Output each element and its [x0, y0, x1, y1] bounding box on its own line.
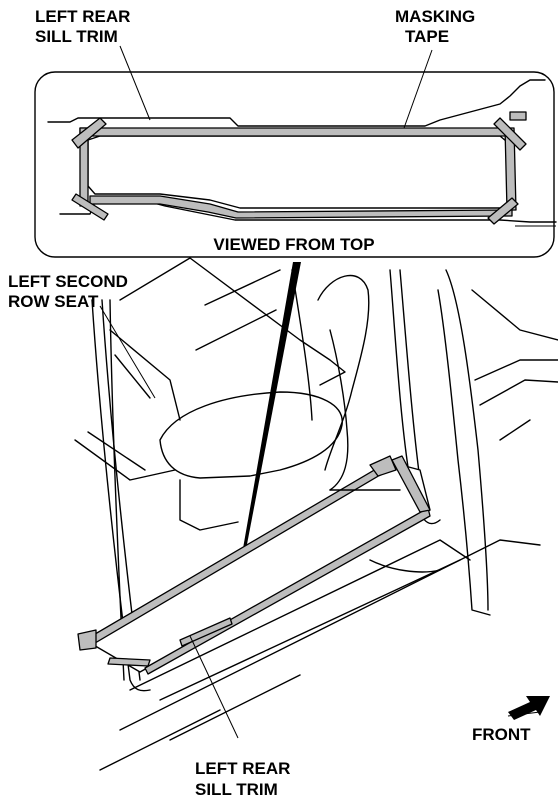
seat-back-outline	[119, 257, 346, 386]
sill-tape-tab-left	[77, 629, 97, 651]
seat-crease-2	[204, 269, 281, 306]
label-left-rear-sill-trim-bottom-2: SILL TRIM	[195, 780, 278, 799]
door-opening-edge	[389, 269, 441, 525]
seat-cushion	[159, 391, 343, 479]
seat-back-left	[109, 329, 181, 421]
leader-second-row-seat	[99, 305, 156, 399]
trim-outline-top	[47, 79, 546, 127]
seat-base	[179, 479, 239, 531]
label-masking-tape-1: MASKING	[395, 7, 475, 26]
seat-side-trim	[317, 274, 370, 471]
vehicle-interior-view	[74, 257, 558, 771]
floor-edge-4	[99, 709, 221, 771]
floor-line-left-2	[87, 431, 146, 471]
pillar-line	[291, 269, 313, 421]
tape-corner-top-right	[493, 117, 527, 151]
step-bump	[369, 559, 441, 573]
door-panel-top	[471, 289, 558, 341]
seat-crease	[195, 309, 277, 351]
front-arrow-shadow	[507, 711, 541, 717]
label-left-rear-sill-trim-bottom-1: LEFT REAR	[195, 759, 290, 778]
door-frame	[437, 289, 491, 616]
floor-edge-5	[169, 674, 301, 741]
inset-frame	[34, 71, 555, 258]
door-opening-edge-inner	[399, 269, 421, 481]
label-left-second-row-seat-1: LEFT SECOND	[8, 272, 128, 291]
viewed-from-top-label: VIEWED FROM TOP	[213, 235, 374, 254]
rear-sill-trim-body	[84, 461, 431, 673]
tape-strip-top	[79, 127, 509, 137]
sill-tape-end	[391, 455, 431, 513]
tape-corner-right-upper	[509, 111, 527, 121]
door-panel-mid-2	[479, 379, 558, 406]
seat-side-inner	[329, 329, 349, 491]
leader-masking-tape	[403, 49, 433, 129]
label-left-rear-sill-trim-top-1: LEFT REAR	[35, 7, 130, 26]
front-arrow-icon	[508, 696, 550, 720]
tape-strip-bottom	[89, 195, 513, 219]
tape-strip-right	[504, 127, 517, 211]
tape-corner-bottom-right	[487, 197, 519, 225]
tape-corner-bottom-left	[71, 193, 109, 221]
sill-tape-tab-right	[369, 455, 397, 477]
floor-edge-3	[119, 539, 541, 731]
label-left-second-row-seat-2: ROW SEAT	[8, 292, 99, 311]
sill-tape-lower	[144, 507, 431, 675]
leader-sill-trim-bottom	[189, 635, 239, 739]
floor-edge-2	[159, 559, 461, 701]
floor-edge	[129, 539, 471, 691]
inset-pointer-wedge	[241, 262, 301, 560]
label-masking-tape-2: TAPE	[405, 27, 449, 46]
tape-corner-top-left	[71, 117, 107, 149]
door-panel-mid	[474, 359, 558, 381]
floor-line-left	[74, 439, 176, 481]
left-pillar-edge	[91, 299, 151, 692]
label-front: FRONT	[472, 725, 531, 744]
seat-side-line	[114, 354, 151, 399]
sill-tape-tab-bottom	[107, 657, 151, 667]
sill-tape-middle	[179, 617, 233, 647]
top-view-inset: VIEWED FROM TOP	[34, 71, 557, 258]
leader-sill-trim-top	[119, 45, 151, 121]
label-left-rear-sill-trim-top-2: SILL TRIM	[35, 27, 118, 46]
door-panel-mid-3	[499, 419, 531, 441]
door-frame-outer	[445, 269, 489, 611]
